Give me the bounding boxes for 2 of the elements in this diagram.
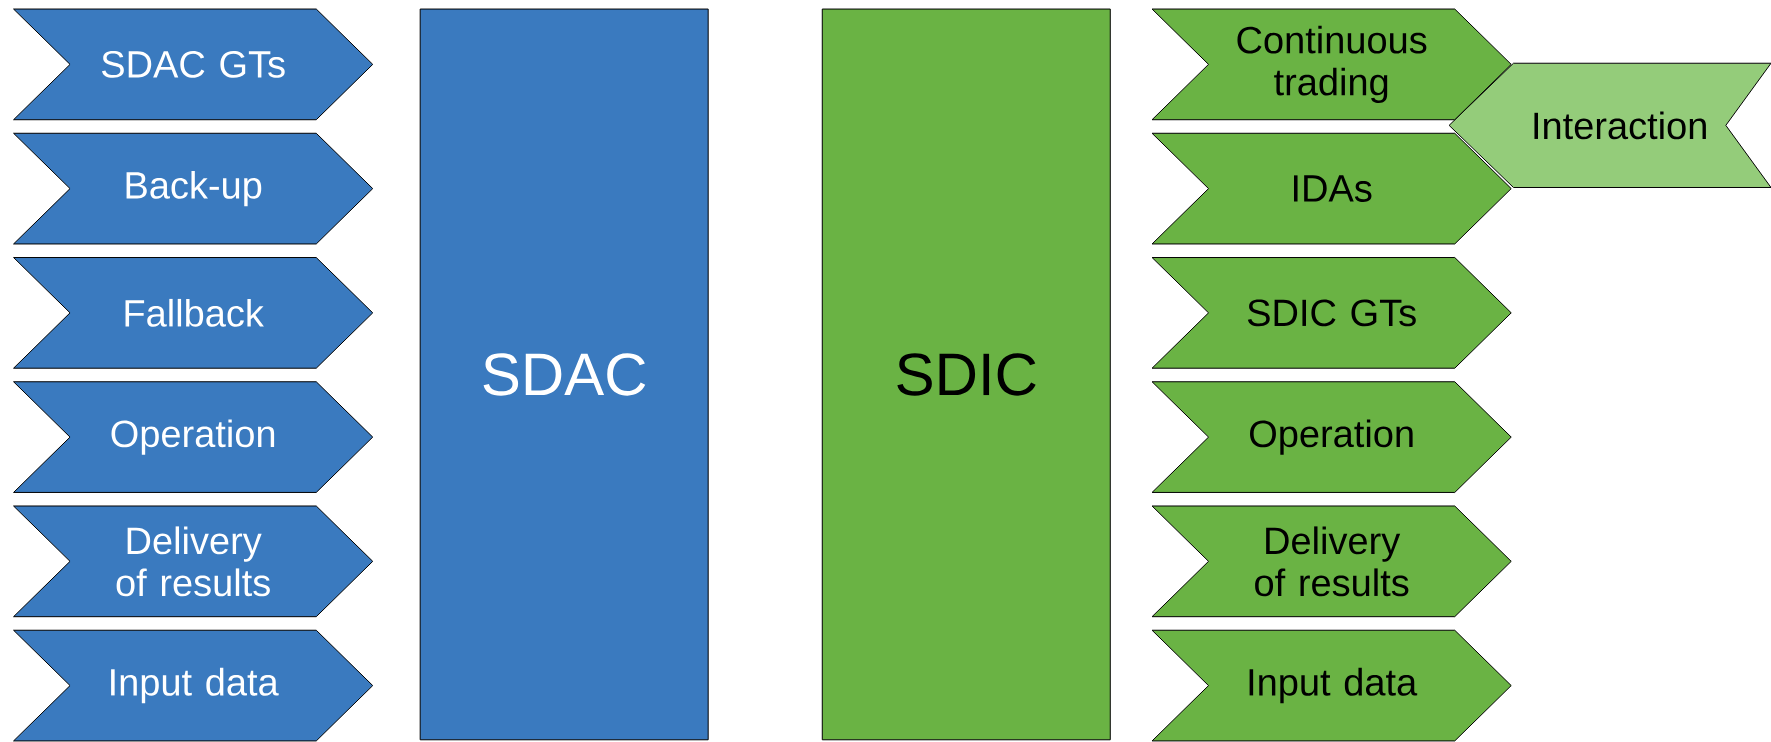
column-box: SDAC — [419, 8, 709, 741]
column-box: SDIC — [821, 8, 1111, 741]
